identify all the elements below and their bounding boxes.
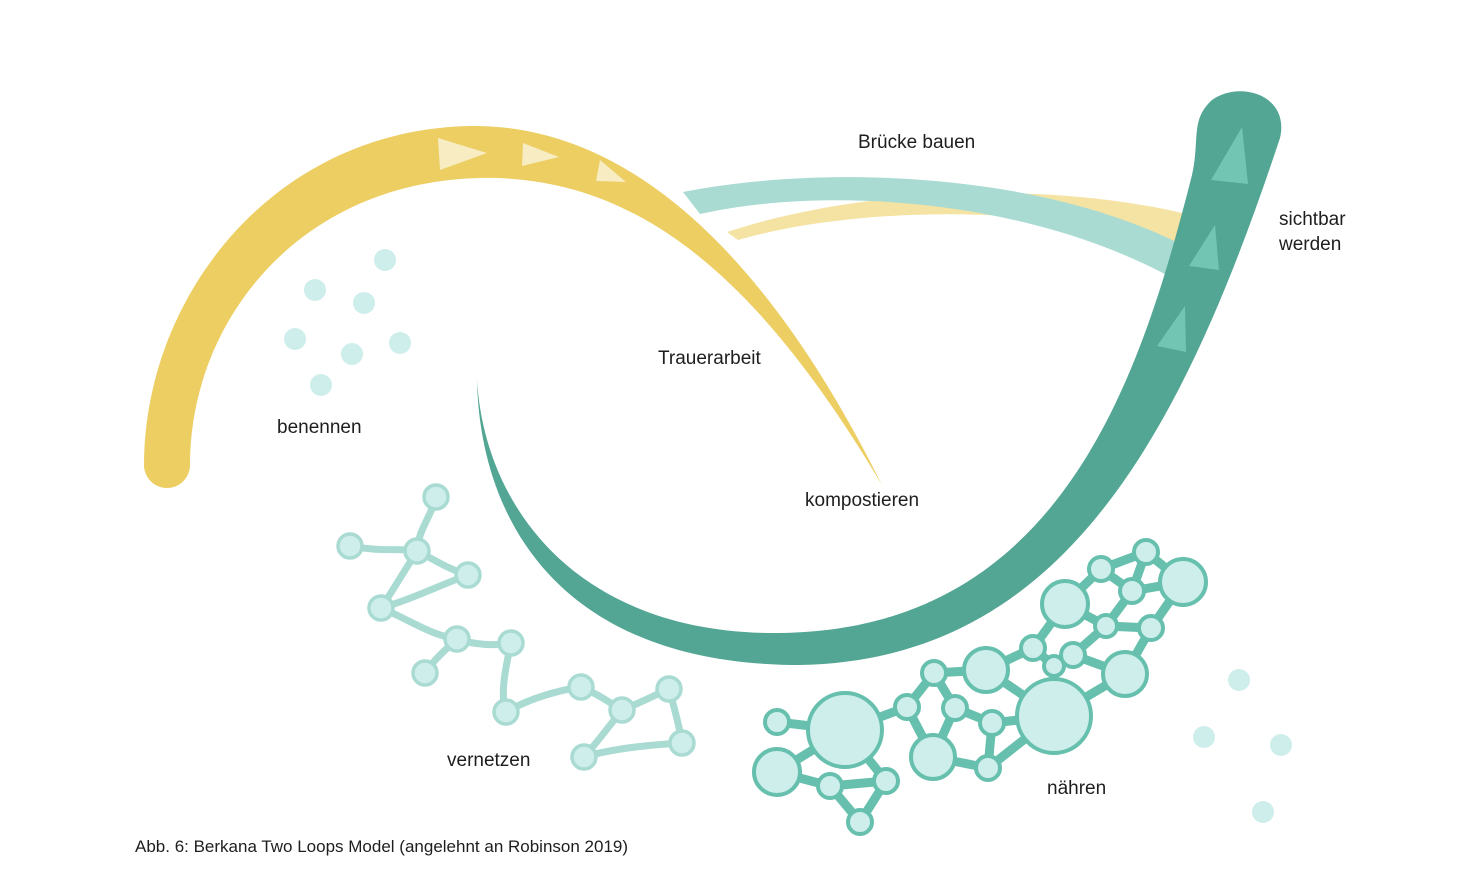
green-arrow-icon xyxy=(1157,306,1186,352)
yellow-arrow-icon xyxy=(522,143,559,166)
green-loop xyxy=(477,91,1282,666)
label-trauerarbeit: Trauerarbeit xyxy=(658,348,761,369)
label-sichtbar-line2: werden xyxy=(1279,234,1342,255)
naehren-dots xyxy=(1193,669,1292,823)
label-bruecke-bauen: Brücke bauen xyxy=(858,132,976,153)
naehren-cluster xyxy=(752,538,1208,836)
bridge-ribbon-green xyxy=(683,177,1188,278)
label-sichtbar-line1: sichtbar xyxy=(1279,209,1346,230)
yellow-arrow-icon xyxy=(438,138,487,170)
vernetzen-network xyxy=(336,483,696,771)
label-sichtbar-werden: sichtbar werden xyxy=(1279,207,1389,257)
benennen-dots xyxy=(284,249,411,396)
green-arrow-icon xyxy=(1211,127,1248,184)
yellow-loop xyxy=(144,125,882,489)
label-naehren: nähren xyxy=(1047,778,1107,799)
green-arrow-icon xyxy=(1189,225,1219,270)
label-benennen: benennen xyxy=(277,417,362,438)
figure-caption: Abb. 6: Berkana Two Loops Model (angeleh… xyxy=(135,837,629,856)
label-vernetzen: vernetzen xyxy=(447,750,531,771)
yellow-arrow-icon xyxy=(596,160,626,182)
label-kompostieren: kompostieren xyxy=(805,490,920,511)
